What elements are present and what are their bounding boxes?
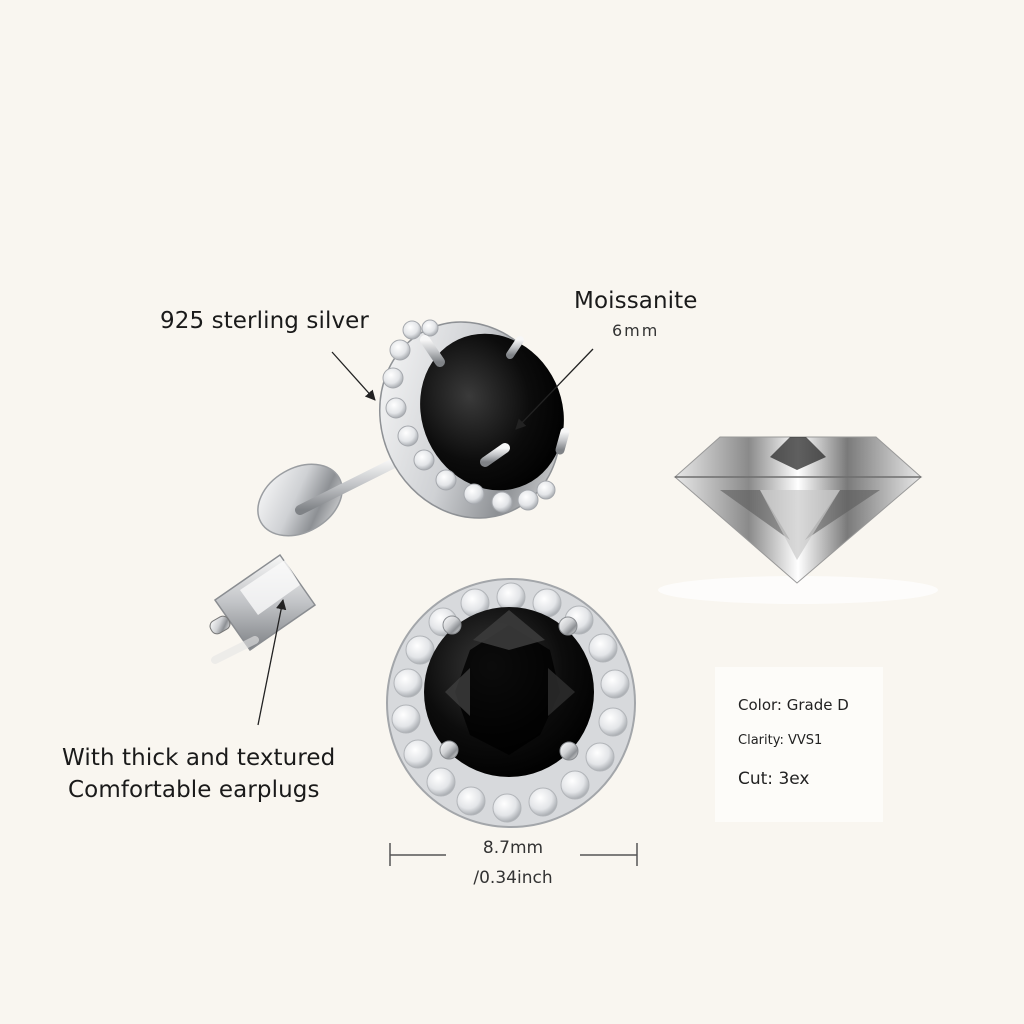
moissanite-stone-image xyxy=(658,436,938,604)
earring-post xyxy=(295,455,405,515)
width-inch-label: /0.34inch xyxy=(473,868,553,888)
earplug-label-line1: With thick and textured xyxy=(62,745,336,771)
stone-leader-line xyxy=(515,348,594,430)
earplug-back xyxy=(209,463,343,664)
stone-name-label: Moissanite xyxy=(574,288,698,314)
spec-clarity: Clarity: VVS1 xyxy=(738,733,823,748)
spec-color: Color: Grade D xyxy=(738,696,849,714)
spec-cut: Cut: 3ex xyxy=(738,769,810,789)
stone-size-label: 6mm xyxy=(612,321,660,340)
spec-card: Color: Grade D Clarity: VVS1 Cut: 3ex xyxy=(715,667,883,822)
material-leader-line xyxy=(331,351,376,401)
earring-head-side xyxy=(378,319,570,519)
width-mm-label: 8.7mm xyxy=(482,838,544,858)
material-label: 925 sterling silver xyxy=(160,308,369,334)
earplug-leader-line xyxy=(257,598,287,726)
earplug-label-line2: Comfortable earplugs xyxy=(68,777,320,803)
dimension-line xyxy=(389,843,638,866)
earring-front-view xyxy=(386,578,636,828)
